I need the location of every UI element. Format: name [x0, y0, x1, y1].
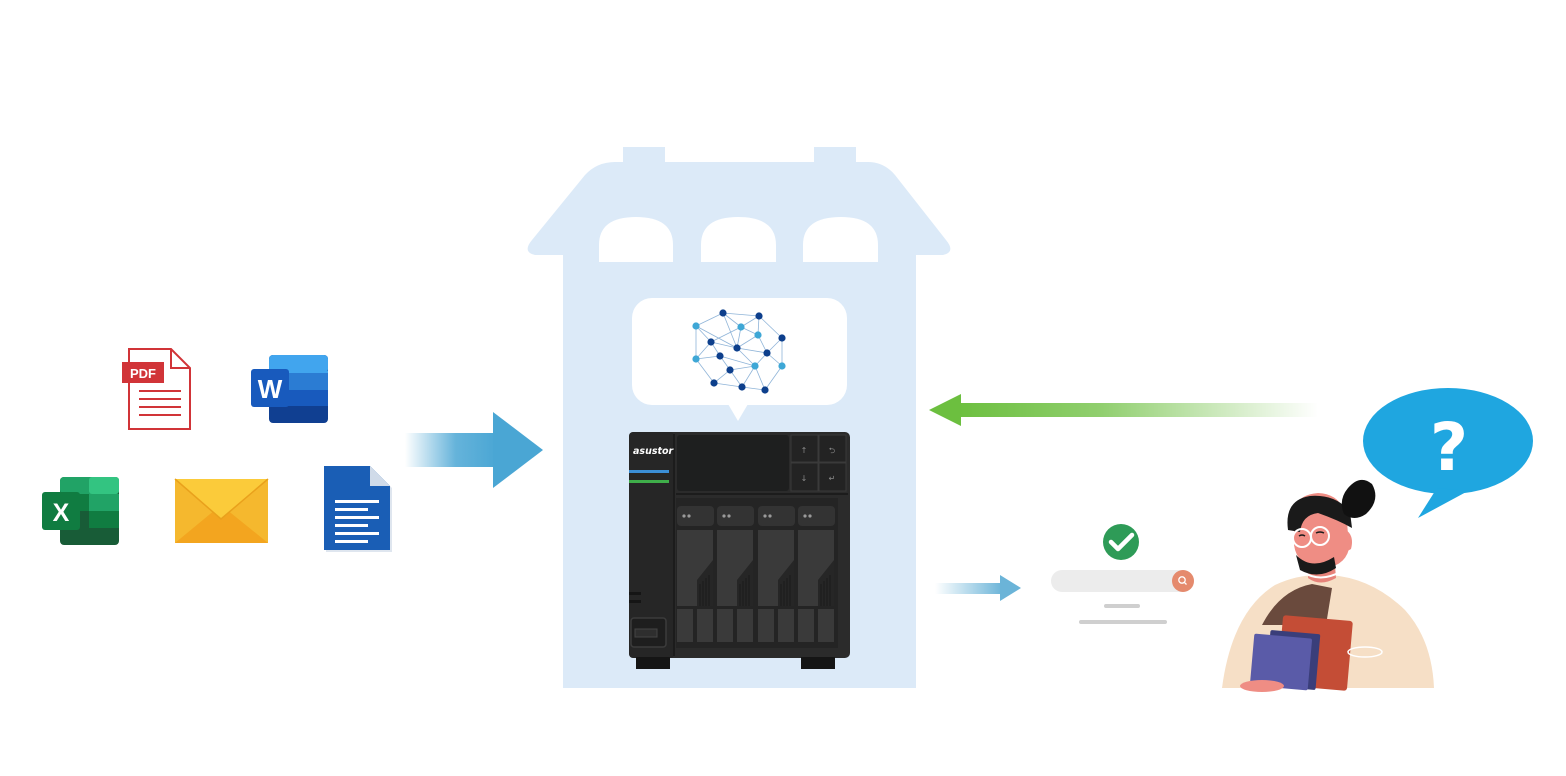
search-icon[interactable]	[1172, 570, 1194, 592]
network-node	[707, 338, 715, 346]
network-edge	[736, 334, 759, 349]
document-icon	[324, 466, 392, 552]
nas-button-back[interactable]: ⮌	[829, 446, 835, 455]
excel-icon: X	[42, 477, 119, 545]
pdf-file-icon: PDF	[122, 348, 191, 430]
network-edge	[710, 326, 742, 343]
nas-button-enter[interactable]: ↵	[829, 474, 836, 483]
network-edge	[741, 365, 756, 388]
network-node	[692, 322, 700, 330]
network-edge	[695, 355, 721, 360]
network-edge	[722, 312, 760, 317]
network-edge	[764, 365, 783, 391]
network-node	[738, 383, 746, 391]
nas-button-up[interactable]: ↑	[801, 446, 808, 455]
search-input[interactable]	[1051, 570, 1194, 592]
search-result-widget	[1051, 524, 1194, 624]
pdf-label: PDF	[130, 366, 156, 381]
network-node	[763, 349, 771, 357]
drive-bay[interactable]	[758, 506, 795, 642]
upload-arrow	[405, 412, 543, 488]
network-edge	[713, 382, 743, 388]
excel-letter: X	[53, 499, 70, 527]
nas-led-blue	[629, 470, 669, 473]
ai-speech-box	[632, 298, 847, 421]
question-mark: ?	[1430, 409, 1468, 486]
word-icon: W	[251, 355, 328, 423]
network-edge	[722, 312, 742, 328]
check-icon	[1103, 524, 1139, 560]
network-node	[778, 362, 786, 370]
person-illustration	[1222, 479, 1434, 692]
network-node	[778, 334, 786, 342]
nas-led-green	[629, 480, 669, 483]
network-edge	[729, 365, 756, 371]
network-edge	[695, 341, 712, 360]
network-node	[710, 379, 718, 387]
question-bubble-icon: ?	[1363, 388, 1533, 518]
drive-bay[interactable]	[798, 506, 835, 642]
network-edge	[695, 325, 738, 349]
network-edge	[695, 312, 724, 327]
network-edge	[710, 341, 738, 349]
network-node	[716, 352, 724, 360]
network-edge	[736, 347, 768, 354]
network-node	[733, 344, 741, 352]
answer-arrow	[929, 394, 1318, 426]
email-icon	[174, 478, 269, 543]
network-edge	[719, 355, 756, 367]
network-node	[754, 331, 762, 339]
network-node	[726, 366, 734, 374]
network-node	[719, 309, 727, 317]
network-edge	[695, 325, 712, 343]
nas-device: ↑ ⮌ ↓ ↵ asustor	[629, 432, 850, 669]
network-node	[761, 386, 769, 394]
network-edge	[722, 312, 738, 349]
network-node	[755, 312, 763, 320]
network-edge	[758, 315, 783, 339]
network-edge	[736, 347, 756, 367]
drive-bay[interactable]	[717, 506, 754, 642]
nas-brand-label: asustor	[633, 446, 675, 457]
neural-network-icon	[692, 309, 786, 394]
word-letter: W	[258, 374, 283, 404]
nas-button-down[interactable]: ↓	[801, 474, 808, 483]
network-node	[737, 323, 745, 331]
drive-bay[interactable]	[677, 506, 714, 642]
network-node	[692, 355, 700, 363]
network-edge	[754, 365, 766, 391]
query-arrow	[935, 575, 1021, 601]
network-node	[751, 362, 759, 370]
network-edge	[695, 358, 715, 384]
network-edge	[741, 386, 766, 391]
